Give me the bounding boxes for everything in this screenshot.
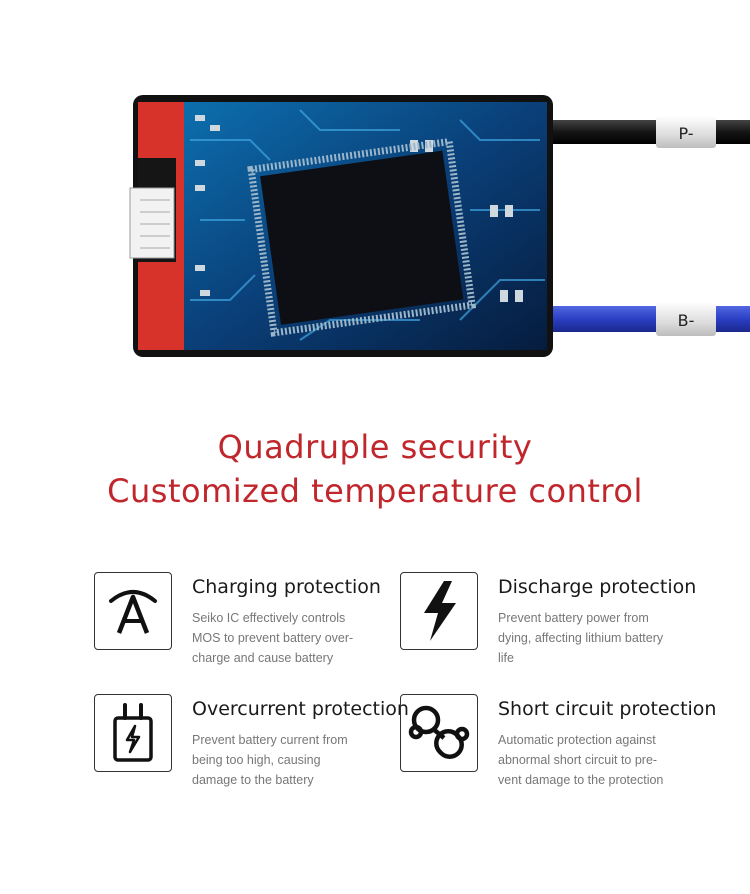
feature-description: Automatic protection against abnormal sh… xyxy=(498,733,664,787)
feature-description: Seiko IC effectively controls MOS to pre… xyxy=(192,611,354,665)
feature-title: Short circuit protection xyxy=(498,698,717,720)
p-label-sleeve xyxy=(656,116,716,148)
lightning-bolt-icon xyxy=(400,572,478,650)
b-label-sleeve xyxy=(656,302,716,336)
feature-short-circuit-protection: Short circuit protection Automatic prote… xyxy=(400,694,716,804)
feature-title: Discharge protection xyxy=(498,576,697,598)
charging-arc-icon xyxy=(94,572,172,650)
black-wire xyxy=(548,120,750,144)
bms-board-illustration: P- B- xyxy=(129,95,750,357)
feature-overcurrent-protection: Overcurrent protection Prevent battery c… xyxy=(94,694,409,804)
plug-icon xyxy=(94,694,172,772)
feature-title: Charging protection xyxy=(192,576,381,598)
blue-wire xyxy=(548,306,750,332)
circuit-link-icon xyxy=(400,694,478,772)
feature-title: Overcurrent protection xyxy=(192,698,409,720)
main-ic-chip xyxy=(260,150,464,325)
headline-line-1: Quadruple security xyxy=(217,428,533,466)
b-label: B- xyxy=(678,311,695,330)
feature-description: Prevent battery power from dying, affect… xyxy=(498,611,664,665)
headline-line-2: Customized temperature control xyxy=(107,472,643,510)
p-label: P- xyxy=(678,124,693,143)
feature-discharge-protection: Discharge protection Prevent battery pow… xyxy=(400,572,700,682)
feature-description: Prevent battery current from being too h… xyxy=(192,733,348,787)
feature-charging-protection: Charging protection Seiko IC effectively… xyxy=(94,572,394,682)
